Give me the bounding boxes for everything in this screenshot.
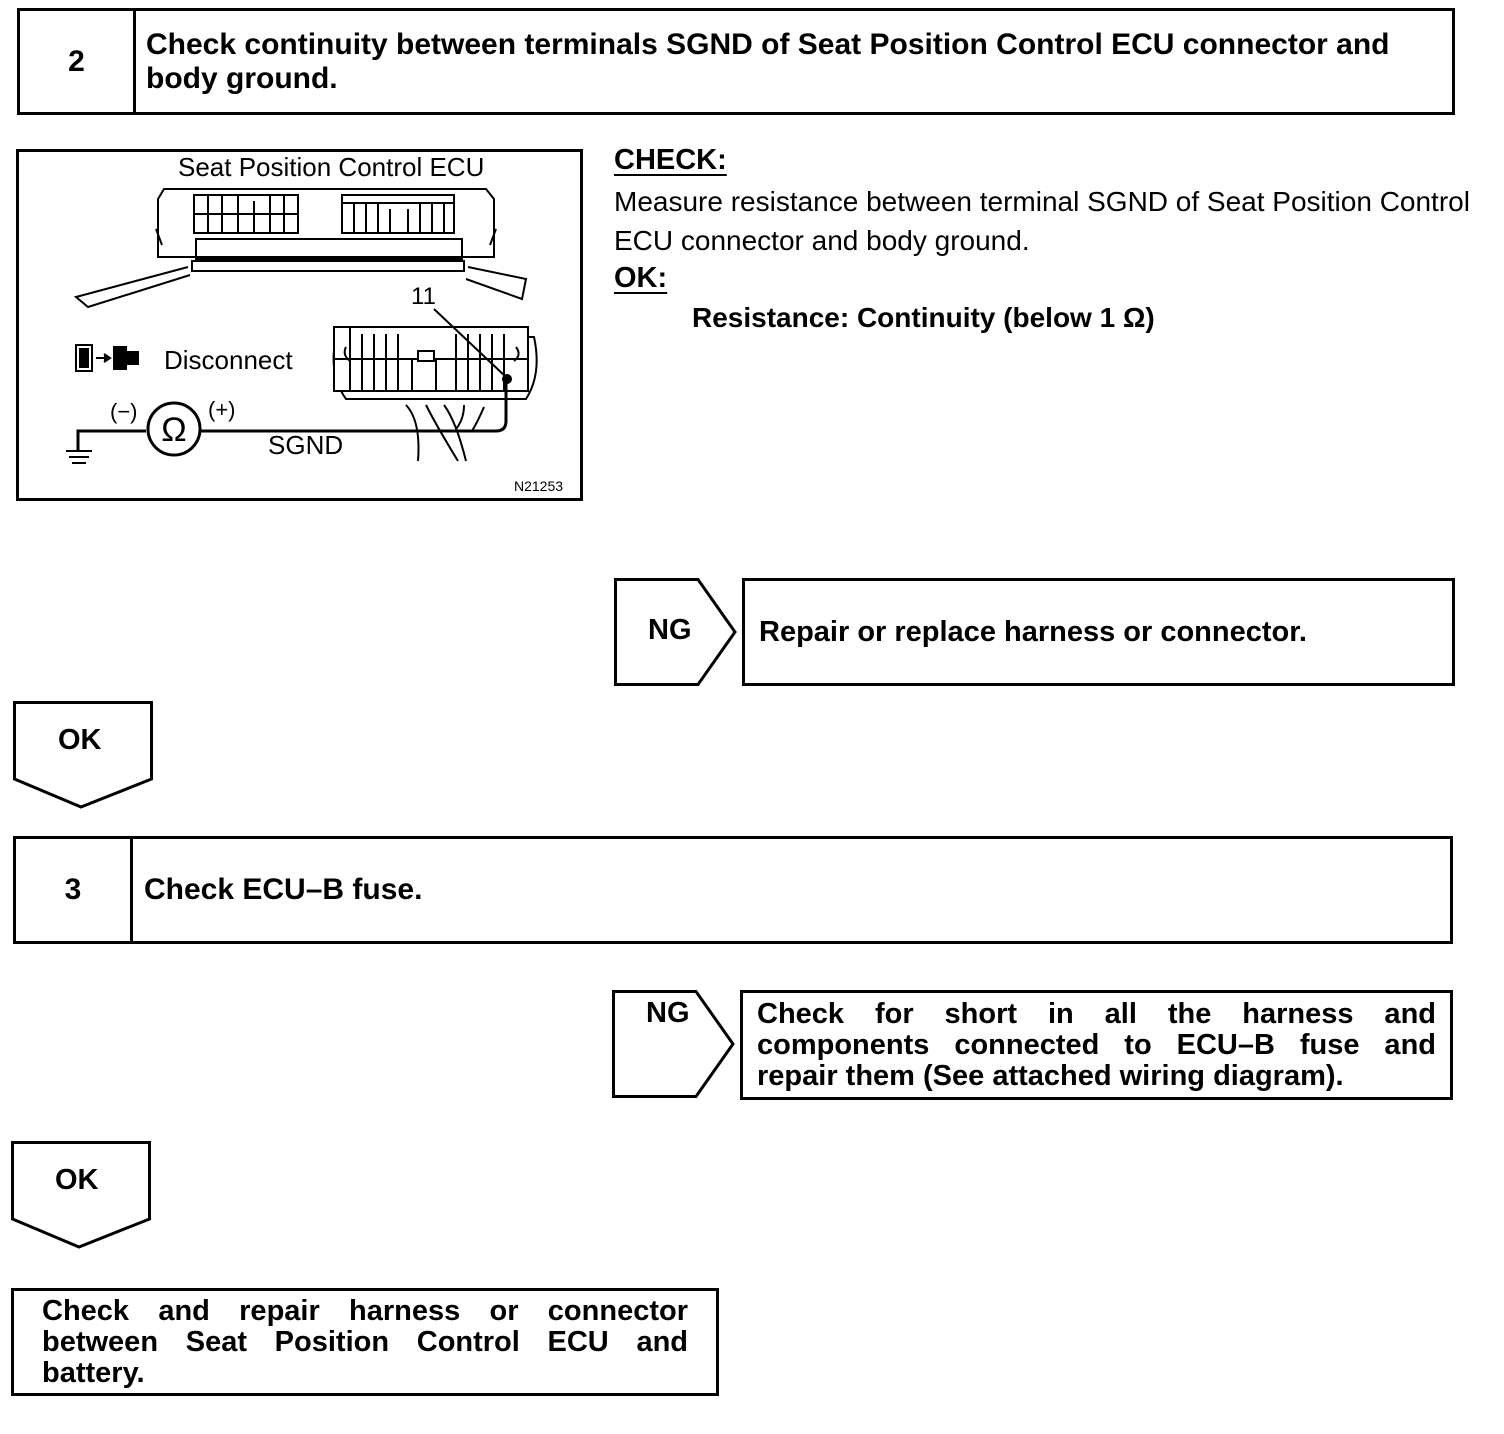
- ground-icon: [66, 450, 92, 464]
- figure-code: N21253: [514, 478, 563, 494]
- ground-lead: [76, 429, 146, 451]
- ecu-connector-drawing: [332, 326, 538, 462]
- ecu-label: Seat Position Control ECU: [178, 152, 484, 182]
- step-3-header: 3 Check ECU–B fuse.: [13, 836, 1453, 944]
- disconnect-label: Disconnect: [164, 345, 293, 375]
- minus-label: (−): [110, 399, 138, 424]
- check-heading: CHECK:: [614, 144, 727, 176]
- ok-arrow-2: [11, 1141, 151, 1249]
- probe-lead: [200, 381, 508, 433]
- ng-arrow-2: [612, 990, 735, 1098]
- step-2-header: 2 Check continuity between terminals SGN…: [17, 8, 1455, 115]
- ok-label-2: OK: [55, 1164, 99, 1196]
- ecu-unit-drawing: [73, 188, 528, 309]
- plus-label: (+): [208, 397, 236, 422]
- terminal-leader-line: [433, 308, 507, 378]
- disconnect-icon: [75, 344, 139, 372]
- check-instructions: Measure resistance between terminal SGND…: [614, 186, 1470, 256]
- ok-arrow-1: [13, 701, 153, 809]
- ng-action-2: Check for short in all the harness and c…: [740, 990, 1453, 1100]
- ok-specification: Resistance: Continuity (below 1 Ω): [692, 302, 1155, 333]
- ng-label-1: NG: [648, 614, 692, 646]
- step-number: 2: [20, 11, 136, 112]
- sgnd-label: SGND: [268, 430, 343, 460]
- step-number: 3: [16, 839, 133, 941]
- ohm-symbol: Ω: [161, 411, 186, 449]
- ng-label-2: NG: [646, 997, 690, 1029]
- ohmmeter-icon: [146, 401, 202, 457]
- ok-heading: OK:: [614, 262, 668, 294]
- terminal-number: 11: [411, 283, 436, 310]
- ok-label-1: OK: [58, 724, 102, 756]
- ng-action-1: Repair or replace harness or connector.: [742, 578, 1455, 686]
- ng-arrow-1: [614, 578, 737, 686]
- step-title: Check continuity between terminals SGND …: [146, 27, 1390, 95]
- connector-diagram: Seat Position Control ECU: [16, 149, 583, 501]
- step-title: Check ECU–B fuse.: [144, 873, 423, 906]
- final-action: Check and repair harness or connector be…: [11, 1288, 719, 1396]
